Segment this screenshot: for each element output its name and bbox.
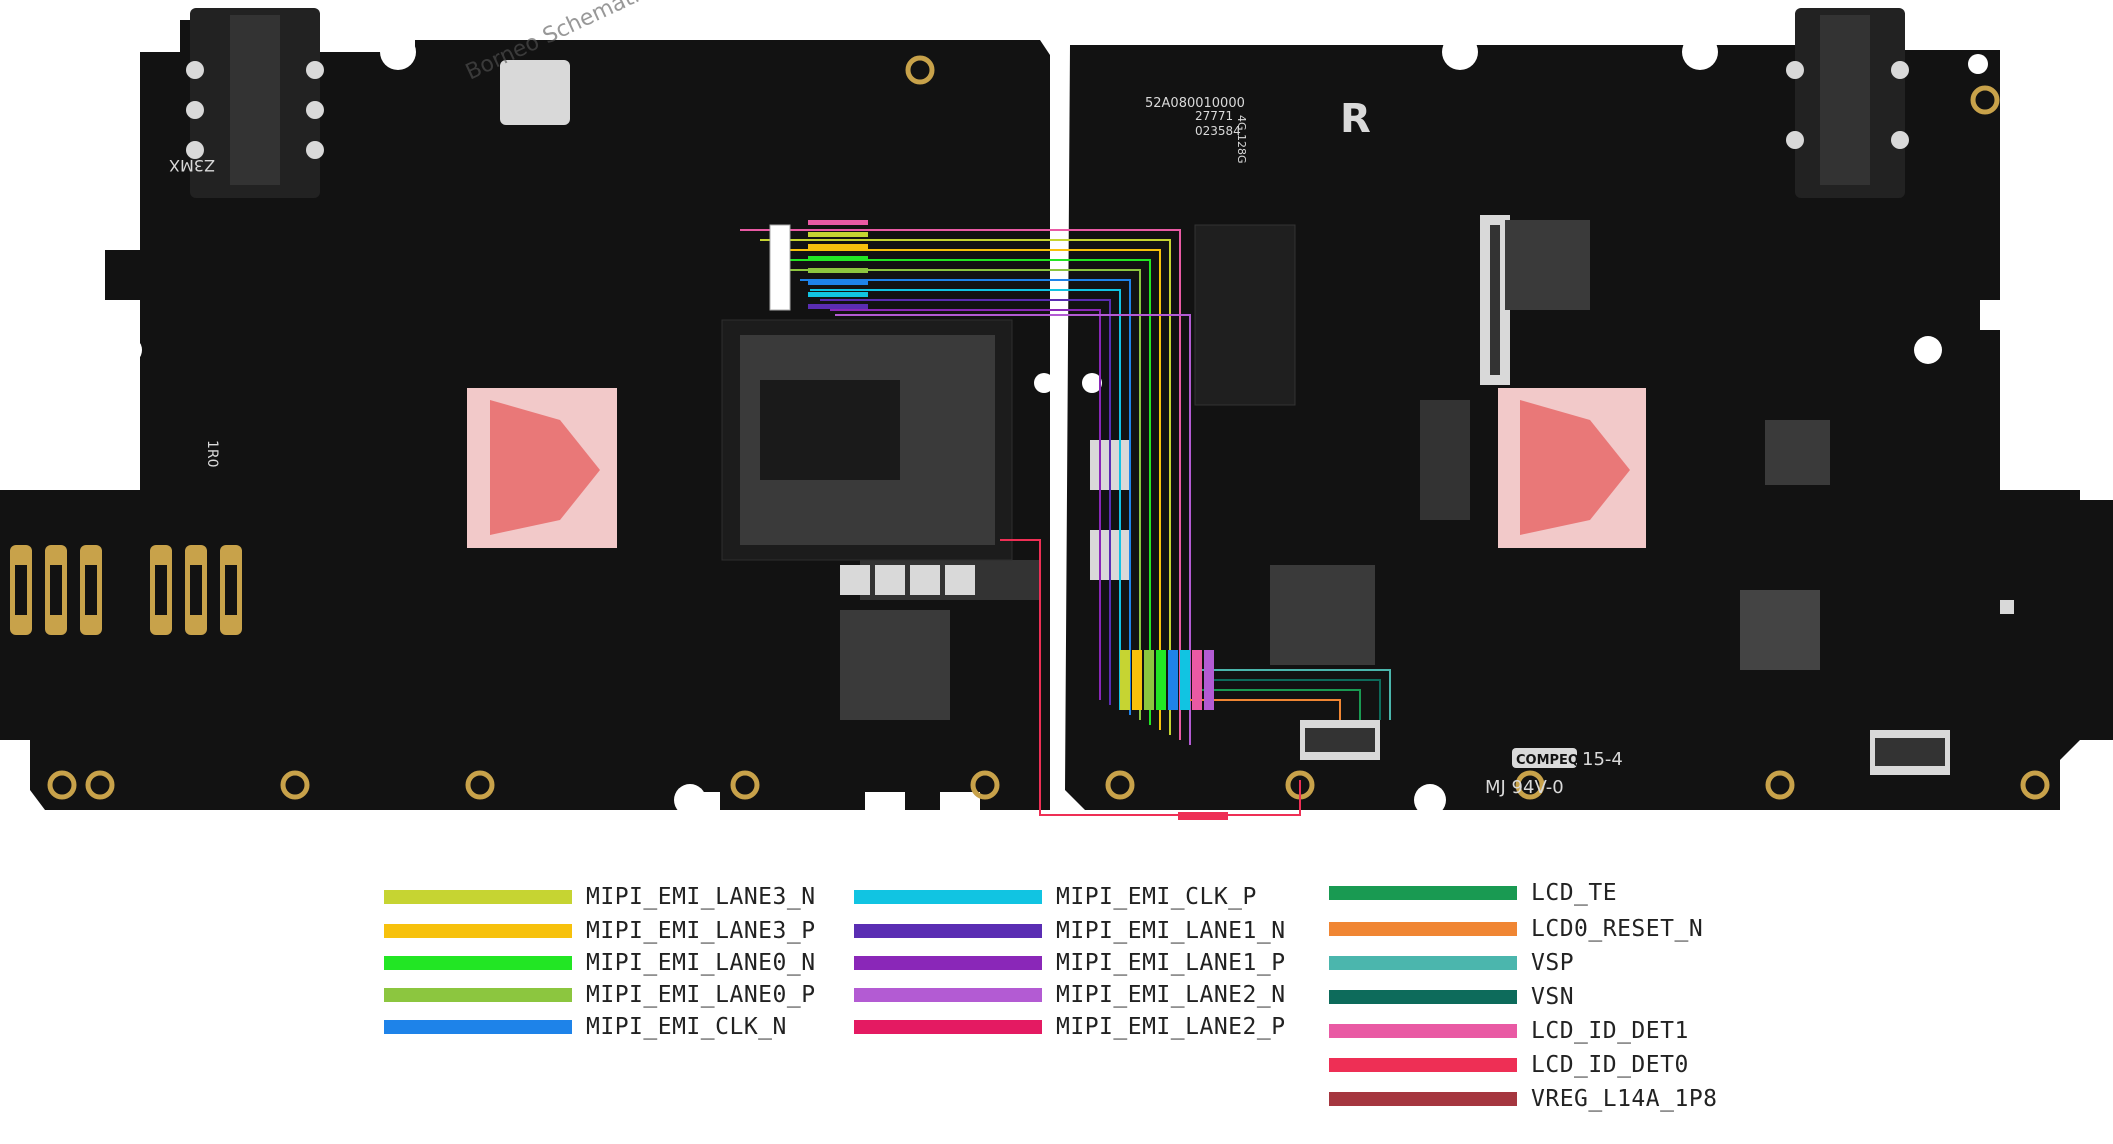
legend-swatch: [384, 1020, 572, 1034]
legend-swatch: [854, 1020, 1042, 1034]
legend-swatch: [1329, 886, 1517, 900]
right-chip-3: [1194, 224, 1296, 406]
legend-label: MIPI_EMI_LANE2_N: [1056, 982, 1286, 1008]
legend-swatch: [1329, 1024, 1517, 1038]
legend-item: MIPI_EMI_LANE1_N: [854, 918, 1286, 944]
pcb-diagram: 1R0 Z3MX Borneo Schematics R 52A08001000…: [0, 0, 2113, 820]
legend-swatch: [854, 890, 1042, 904]
pmic-bga: [840, 610, 950, 720]
legend-item: LCD_ID_DET0: [1329, 1052, 1689, 1078]
colored-pads-left: [769, 220, 868, 311]
legend-swatch: [384, 988, 572, 1002]
legend-label: MIPI_EMI_LANE1_P: [1056, 950, 1286, 976]
legend-item: MIPI_EMI_LANE2_N: [854, 982, 1286, 1008]
legend-swatch: [384, 956, 572, 970]
legend-column-1: MIPI_EMI_LANE3_N MIPI_EMI_LANE3_P MIPI_E…: [384, 884, 834, 1144]
legend-swatch: [1329, 990, 1517, 1004]
legend-item: MIPI_EMI_CLK_N: [384, 1014, 787, 1040]
legend-swatch: [1329, 956, 1517, 970]
right-chip-1: [1505, 220, 1590, 310]
legend-label: VSP: [1531, 950, 1575, 976]
right-serial-1: 52A080010000: [1145, 96, 1245, 111]
right-chip-2: [1765, 420, 1830, 485]
compeq-badge: [1512, 748, 1577, 768]
headphone-jack-right: [1786, 8, 1909, 198]
legend-label: LCD0_RESET_N: [1531, 916, 1704, 942]
headphone-jack-left: [186, 8, 324, 198]
right-bga-2: [1740, 590, 1820, 670]
legend-label: VREG_L14A_1P8: [1531, 1086, 1718, 1112]
legend-item: LCD_ID_DET1: [1329, 1018, 1689, 1044]
legend-swatch: [384, 924, 572, 938]
right-compeq: COMPEQ: [1516, 753, 1579, 768]
legend-label: MIPI_EMI_LANE2_P: [1056, 1014, 1286, 1040]
legend-label: MIPI_EMI_CLK_P: [1056, 884, 1257, 910]
signal-traces: [740, 229, 1391, 816]
legend-column-2: MIPI_EMI_CLK_P MIPI_EMI_LANE1_N MIPI_EMI…: [854, 884, 1324, 1144]
legend-item: MIPI_EMI_LANE3_P: [384, 918, 816, 944]
left-marking-z3mx: Z3MX: [169, 156, 215, 175]
soc-bga: [721, 319, 1013, 561]
right-date-code: 15-4: [1582, 749, 1623, 770]
legend-item: MIPI_EMI_LANE0_P: [384, 982, 816, 1008]
right-serial-2: 4G 128G: [1235, 115, 1248, 164]
logo-highlights: [467, 388, 1646, 548]
legend-label: MIPI_EMI_LANE0_P: [586, 982, 816, 1008]
legend-item: VREG_L14A_1P8: [1329, 1086, 1718, 1112]
right-letter-r: R: [1340, 96, 1371, 142]
legend-swatch: [384, 890, 572, 904]
left-marking-1r0: 1R0: [204, 440, 220, 468]
legend-item: MIPI_EMI_LANE1_P: [854, 950, 1286, 976]
legend-label: MIPI_EMI_CLK_N: [586, 1014, 787, 1040]
legend-label: VSN: [1531, 984, 1575, 1010]
legend-item: MIPI_EMI_LANE2_P: [854, 1014, 1286, 1040]
right-bga-1: [1270, 565, 1375, 665]
gold-pads: [47, 55, 2050, 800]
legend-item: MIPI_EMI_CLK_P: [854, 884, 1257, 910]
legend-swatch: [1329, 922, 1517, 936]
legend-item: MIPI_EMI_LANE0_N: [384, 950, 816, 976]
colored-pads-right: [1120, 650, 1214, 710]
legend-swatch: [854, 988, 1042, 1002]
legend-label: LCD_ID_DET0: [1531, 1052, 1689, 1078]
legend-label: MIPI_EMI_LANE3_P: [586, 918, 816, 944]
legend-item: VSP: [1329, 950, 1574, 976]
right-serial-3: 27771: [1195, 109, 1233, 123]
right-serial-4: 023584: [1195, 124, 1241, 138]
legend-item: VSN: [1329, 984, 1574, 1010]
legend-label: LCD_ID_DET1: [1531, 1018, 1689, 1044]
legend-label: MIPI_EMI_LANE3_N: [586, 884, 816, 910]
component-pads: [500, 60, 2014, 614]
legend-swatch: [1329, 1058, 1517, 1072]
legend-column-3: LCD_TE LCD0_RESET_N VSP VSN LCD_ID_DET1 …: [1329, 880, 1749, 1144]
legend-item: LCD_TE: [1329, 880, 1617, 906]
legend-label: MIPI_EMI_LANE0_N: [586, 950, 816, 976]
legend-swatch: [854, 956, 1042, 970]
bottom-label-tag: [1178, 812, 1228, 820]
legend-item: LCD0_RESET_N: [1329, 916, 1703, 942]
legend-item: MIPI_EMI_LANE3_N: [384, 884, 816, 910]
right-mj-code: MJ 94V-0: [1485, 777, 1564, 798]
legend-swatch: [854, 924, 1042, 938]
legend-label: MIPI_EMI_LANE1_N: [1056, 918, 1286, 944]
legend-label: LCD_TE: [1531, 880, 1618, 906]
legend-swatch: [1329, 1092, 1517, 1106]
mounting-holes: [114, 34, 1988, 816]
